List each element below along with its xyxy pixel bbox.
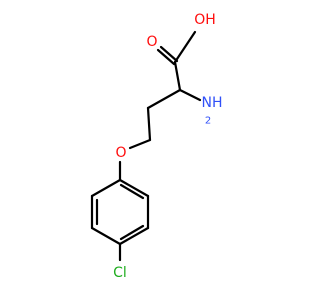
- amine-subscript: 2: [205, 116, 211, 127]
- ring-inner-double-1: [119, 183, 145, 200]
- ring-bond-1: [118, 178, 150, 198]
- bond-c-oh: [173, 30, 197, 64]
- chlorine-label: Cl: [113, 265, 127, 281]
- ring-bond-3: [118, 226, 150, 246]
- bond-c1-c2: [173, 60, 182, 92]
- bond-c2-c3: [146, 88, 182, 110]
- ring-bond-4: [90, 226, 122, 246]
- bond-c-o-double-2: [156, 48, 176, 66]
- ether-oxygen-label: O: [115, 145, 126, 161]
- ring-bond-6: [90, 178, 122, 198]
- amine-nh-label: NH: [202, 95, 223, 111]
- amine-label: NH: [202, 95, 223, 111]
- bond-c4-o: [128, 138, 152, 150]
- carbonyl-oxygen-label: O: [146, 34, 157, 50]
- ring-inner-double-2: [119, 224, 145, 241]
- hydroxyl-label: OH: [194, 12, 216, 28]
- bond-c2-n: [178, 88, 202, 102]
- bond-c3-c4: [146, 106, 152, 142]
- bond-c-o-double-1: [159, 45, 179, 63]
- molecule-structure: O OH NH 2 O Cl: [90, 12, 223, 281]
